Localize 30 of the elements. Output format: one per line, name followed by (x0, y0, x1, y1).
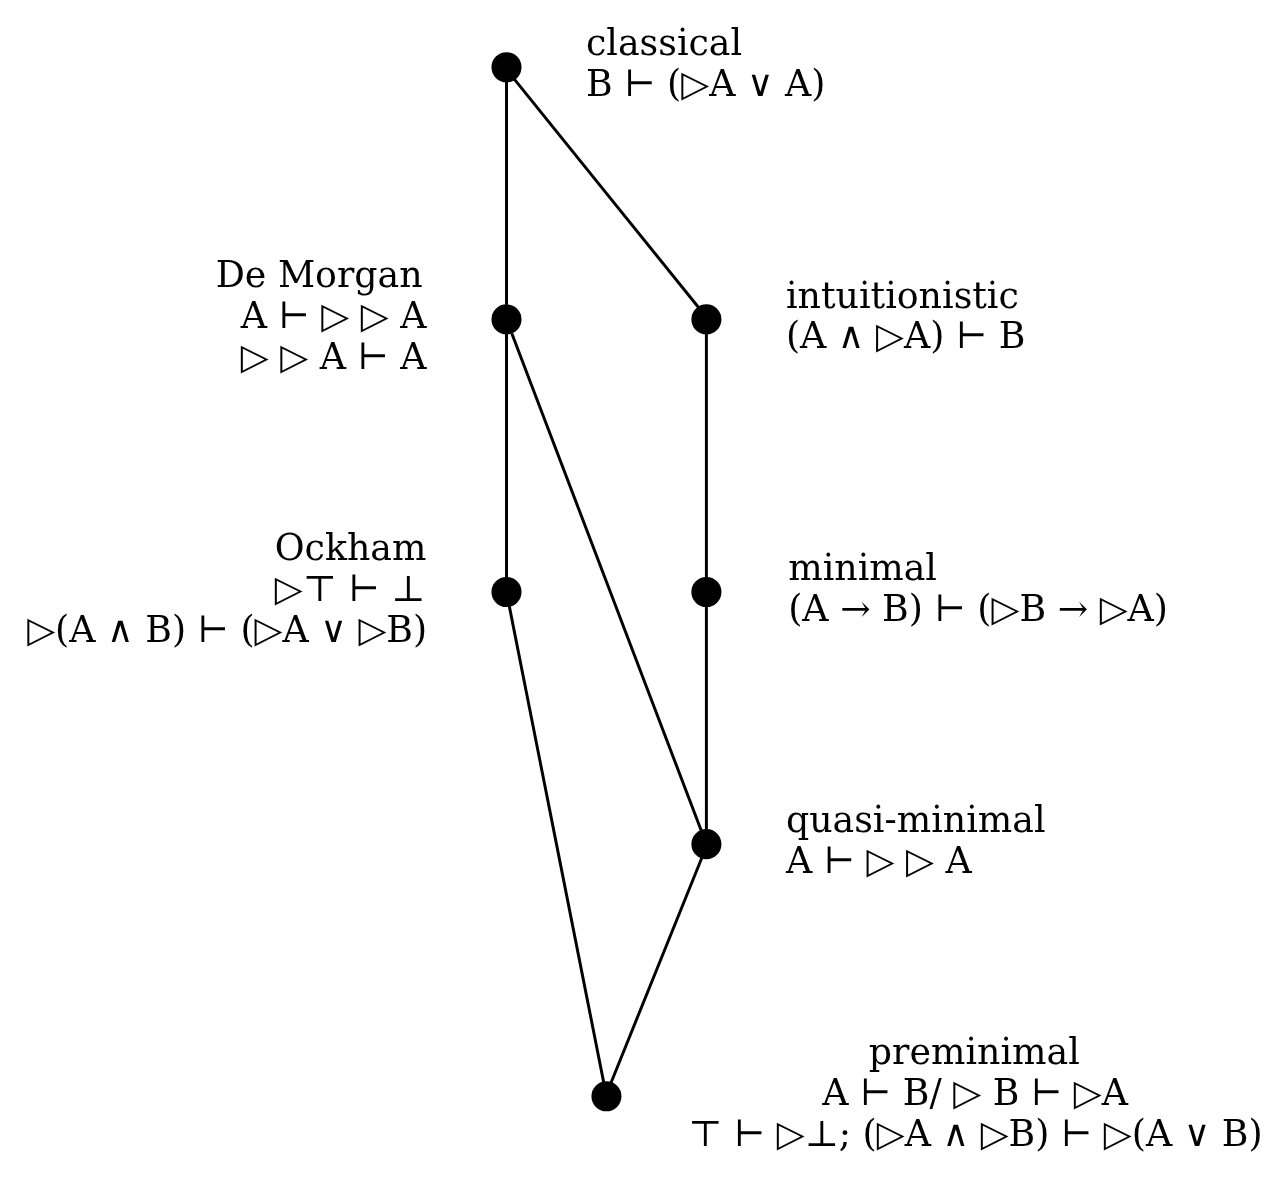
node-label: classical (585, 21, 742, 65)
connector (704, 333, 708, 579)
connector (507, 606, 605, 1083)
node-label: quasi-minimal (785, 798, 1046, 842)
node-circle (690, 829, 721, 860)
node-label: ⊤ ⊢ ▷⊥; (▷A ∧ ▷B) ⊢ ▷(A ∨ B) (687, 1111, 1263, 1155)
node-circle (690, 304, 721, 335)
connector (609, 857, 703, 1084)
node-circle (690, 576, 721, 608)
node-label: De Morgan (215, 253, 423, 297)
node-label: preminimal (868, 1030, 1080, 1074)
node-label: Ockham (274, 525, 426, 569)
node-label: (A → B) ⊢ (▷B → ▷A) (787, 587, 1168, 631)
node-circle (490, 52, 522, 83)
node-circle (490, 576, 522, 608)
node-label: (A ∧ ▷A) ⊢ B (785, 314, 1025, 358)
node-label: intuitionistic (785, 273, 1019, 317)
node-label: ▷(A ∧ B) ⊢ (▷A ∨ ▷B) (26, 607, 427, 651)
node-label: A ⊢ ▷ ▷ A (785, 839, 972, 883)
connector (704, 606, 708, 830)
connector (504, 333, 508, 579)
node-label: minimal (787, 546, 937, 590)
node-label: B ⊢ (▷A ∨ A) (585, 62, 825, 106)
node-label: ▷⊤ ⊢ ⊥ (274, 566, 425, 610)
node-circle (590, 1081, 621, 1112)
connector (509, 332, 703, 832)
connector (512, 78, 700, 309)
connector (504, 81, 508, 305)
node-circle (490, 304, 522, 335)
node-label: ▷ ▷ A ⊢ A (240, 334, 426, 378)
